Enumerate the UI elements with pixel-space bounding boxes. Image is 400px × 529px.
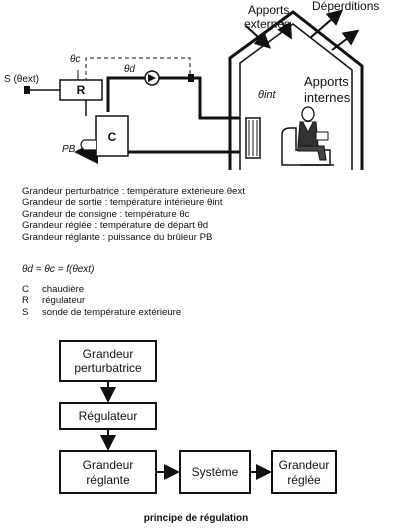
definition-line: Grandeur de consigne : température θc xyxy=(22,208,190,220)
apports-externes-label-2: externes xyxy=(244,17,290,31)
legend-value: sonde de température extérieure xyxy=(42,306,182,318)
sonde-box xyxy=(24,86,30,94)
box-reglee-line1: Grandeur xyxy=(279,458,330,472)
deperditions-arrow xyxy=(309,9,360,51)
box-reglante-line2: réglante xyxy=(86,473,130,487)
legend-value: chaudière xyxy=(42,284,85,295)
radiator xyxy=(245,117,261,159)
legend-row: R régulateur xyxy=(22,295,181,306)
box-systeme: Système xyxy=(179,450,251,494)
definition-line: Grandeur de sortie : température intérie… xyxy=(22,197,223,209)
box-systeme-label: Système xyxy=(192,465,239,479)
puissance-label: PB xyxy=(62,144,76,155)
box-grandeur-perturbatrice: Grandeur perturbatrice xyxy=(59,340,157,382)
definitions-list: Grandeur perturbatrice : température ext… xyxy=(22,186,392,243)
regulateur-letter: R xyxy=(77,83,86,97)
theta-d-label: θd xyxy=(124,64,135,75)
regulateur-box: R xyxy=(59,79,103,101)
theta-int-label: θint xyxy=(258,89,277,101)
box-grandeur-reglante: Grandeur réglante xyxy=(59,450,157,494)
deperditions-label: Déperditions xyxy=(312,0,379,13)
chaudiere-letter: C xyxy=(108,130,117,144)
box-perturbatrice-line2: perturbatrice xyxy=(74,361,142,375)
legend-row: C chaudière xyxy=(22,284,181,295)
pipes xyxy=(30,57,240,164)
theta-c-label: θc xyxy=(70,54,80,65)
definition-line: Grandeur perturbatrice : température ext… xyxy=(22,186,245,197)
definition-line: Grandeur réglante : puissance du brûleur… xyxy=(22,231,213,243)
regulation-flowchart: Grandeur perturbatrice Régulateur Grande… xyxy=(59,340,337,524)
legend-key: C xyxy=(22,284,29,295)
apports-externes-arrow xyxy=(245,21,292,49)
sonde-label: S (θext) xyxy=(4,74,39,85)
legend-key: S xyxy=(22,306,29,318)
box-perturbatrice-line1: Grandeur xyxy=(83,347,134,361)
box-reglee-line2: réglée xyxy=(287,473,321,487)
box-regulateur-label: Régulateur xyxy=(79,409,138,423)
person-in-armchair xyxy=(281,106,334,166)
house xyxy=(228,10,364,170)
flowchart-caption: principe de régulation xyxy=(144,513,248,524)
legend: C chaudière R régulateur S sonde de temp… xyxy=(22,284,181,318)
apports-internes-label-1: Apports xyxy=(304,74,349,89)
legend-value: régulateur xyxy=(42,295,86,307)
box-reglante-line1: Grandeur xyxy=(83,458,134,472)
pump xyxy=(144,70,194,86)
chaudiere: C xyxy=(80,115,129,157)
definition-line: Grandeur réglée : température de départ … xyxy=(22,220,209,232)
box-grandeur-reglee: Grandeur réglée xyxy=(271,450,337,494)
legend-row: S sonde de température extérieure xyxy=(22,307,181,318)
equation: θd = θc = f(θext) xyxy=(22,264,95,275)
box-regulateur: Régulateur xyxy=(59,402,157,430)
apports-externes-label-1: Apports xyxy=(248,3,289,17)
legend-key: R xyxy=(22,295,29,307)
apports-internes-label-2: internes xyxy=(304,90,351,105)
heating-installation-diagram: Apports externes Déperditions Apports in… xyxy=(4,0,379,170)
